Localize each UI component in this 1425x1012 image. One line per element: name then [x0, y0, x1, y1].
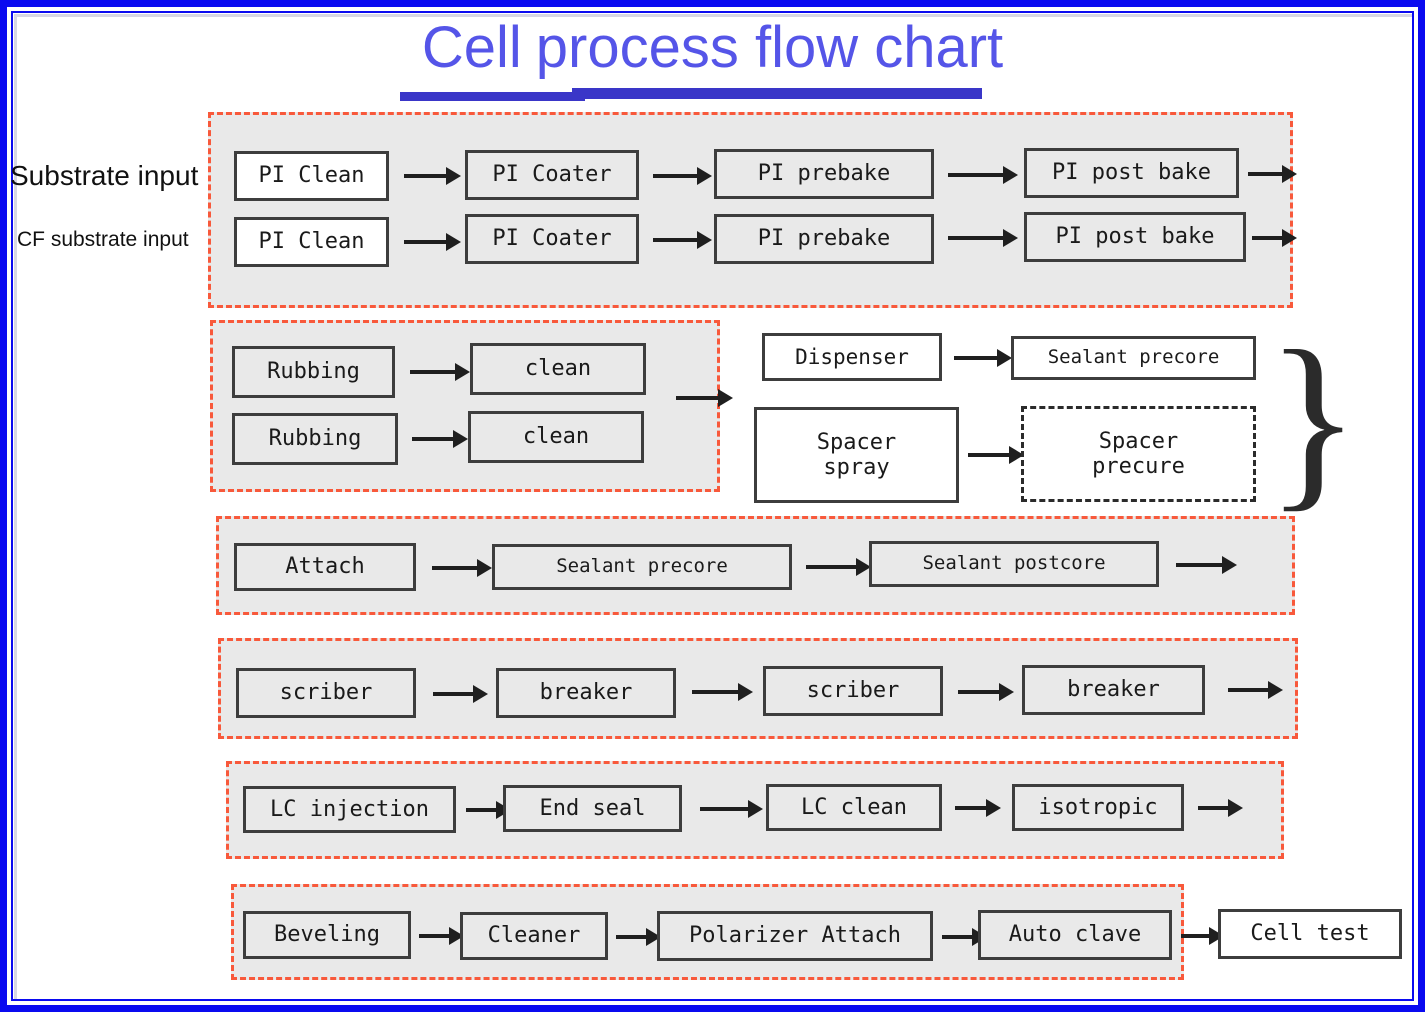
page-title-part2: process flow chart: [535, 15, 1004, 80]
box-lc-clean[interactable]: LC clean: [766, 784, 942, 831]
box-dispenser[interactable]: Dispenser: [762, 333, 942, 381]
box-pi-clean-2[interactable]: PI Clean: [234, 217, 389, 267]
box-sealant-precore-b[interactable]: Sealant precore: [492, 544, 792, 590]
box-sealant-postcore[interactable]: Sealant postcore: [869, 541, 1159, 587]
box-rubbing-2[interactable]: Rubbing: [232, 413, 398, 465]
box-attach[interactable]: Attach: [234, 543, 416, 591]
box-breaker-1[interactable]: breaker: [496, 668, 676, 718]
box-pi-post-bake-1[interactable]: PI post bake: [1024, 148, 1239, 198]
box-cleaner[interactable]: Cleaner: [460, 912, 608, 960]
arrow-pi-postbake-1-out: [1248, 165, 1297, 183]
arrow-end-seal-to-lc-clean: [700, 800, 763, 818]
arrow-autoclave-to-cell-test: [1181, 927, 1224, 945]
arrow-pi-postbake-2-out: [1252, 229, 1297, 247]
label-substrate-input: Substrate input: [10, 160, 199, 191]
box-isotropic[interactable]: isotropic: [1012, 784, 1184, 831]
box-spacer-precure-line1: Spacer: [1098, 428, 1179, 454]
arrow-attach-to-sealant-precore: [432, 559, 492, 577]
arrow-pi-prebake-2-to-postbake: [948, 229, 1018, 247]
box-end-seal[interactable]: End seal: [503, 785, 682, 832]
box-spacer-spray-line1: Spacer: [816, 429, 897, 455]
label-cf-substrate-input: CF substrate input: [17, 228, 189, 251]
arrow-isotropic-out: [1198, 799, 1243, 817]
arrow-lc-injection-to-end-seal: [466, 801, 511, 819]
box-clean-2[interactable]: clean: [468, 411, 644, 463]
arrow-scriber-1-to-breaker-1: [433, 685, 488, 703]
page-title-part1: Cell: [421, 15, 522, 80]
arrow-pi-clean-2-to-coater: [404, 233, 461, 251]
arrow-polarizer-to-autoclave: [942, 928, 987, 946]
box-clean-1[interactable]: clean: [470, 343, 646, 395]
arrow-dispenser-to-sealant-precore: [954, 349, 1012, 367]
arrow-beveling-to-cleaner: [419, 927, 464, 945]
box-polarizer-attach[interactable]: Polarizer Attach: [657, 911, 933, 961]
arrow-lc-clean-to-isotropic: [955, 799, 1001, 817]
arrow-pi-prebake-1-to-postbake: [948, 166, 1018, 184]
title-underline-right: [572, 88, 982, 99]
box-pi-prebake-2[interactable]: PI prebake: [714, 214, 934, 264]
box-spacer-spray[interactable]: Spacer spray: [754, 407, 959, 503]
box-scriber-1[interactable]: scriber: [236, 668, 416, 718]
arrow-rubbing-group-out: [676, 389, 733, 407]
arrow-sealant-postcore-out: [1176, 556, 1237, 574]
arrow-rubbing-2-to-clean: [412, 430, 468, 448]
title-underline-left: [400, 92, 585, 101]
box-auto-clave[interactable]: Auto clave: [978, 910, 1172, 960]
arrow-cleaner-to-polarizer: [616, 928, 661, 946]
box-pi-coater-2[interactable]: PI Coater: [465, 214, 639, 264]
box-breaker-2[interactable]: breaker: [1022, 665, 1205, 715]
arrow-spacer-spray-to-precure: [968, 446, 1024, 464]
arrow-pi-coater-1-to-prebake: [653, 167, 712, 185]
box-beveling[interactable]: Beveling: [243, 911, 411, 959]
arrow-breaker-1-to-scriber-2: [692, 683, 753, 701]
brace-group-right: }: [1266, 311, 1361, 528]
box-pi-prebake-1[interactable]: PI prebake: [714, 149, 934, 199]
box-pi-clean-1[interactable]: PI Clean: [234, 151, 389, 201]
box-cell-test[interactable]: Cell test: [1218, 909, 1402, 959]
box-scriber-2[interactable]: scriber: [763, 666, 943, 716]
box-spacer-precure[interactable]: Spacer precure: [1021, 406, 1256, 502]
stage-group-pi: [208, 112, 1293, 308]
box-lc-injection[interactable]: LC injection: [243, 786, 456, 833]
box-pi-coater-1[interactable]: PI Coater: [465, 150, 639, 200]
arrow-pi-coater-2-to-prebake: [653, 231, 712, 249]
arrow-pi-clean-1-to-coater: [404, 167, 461, 185]
arrow-rubbing-1-to-clean: [410, 363, 470, 381]
arrow-breaker-2-out: [1228, 681, 1283, 699]
box-spacer-precure-line2: precure: [1092, 454, 1185, 479]
box-rubbing-1[interactable]: Rubbing: [232, 346, 395, 398]
arrow-sealant-precore-to-postcore: [806, 558, 871, 576]
box-pi-post-bake-2[interactable]: PI post bake: [1024, 212, 1246, 262]
box-spacer-spray-line2: spray: [823, 455, 890, 480]
arrow-scriber-2-to-breaker-2: [958, 683, 1014, 701]
box-sealant-precore-a[interactable]: Sealant precore: [1011, 336, 1256, 380]
